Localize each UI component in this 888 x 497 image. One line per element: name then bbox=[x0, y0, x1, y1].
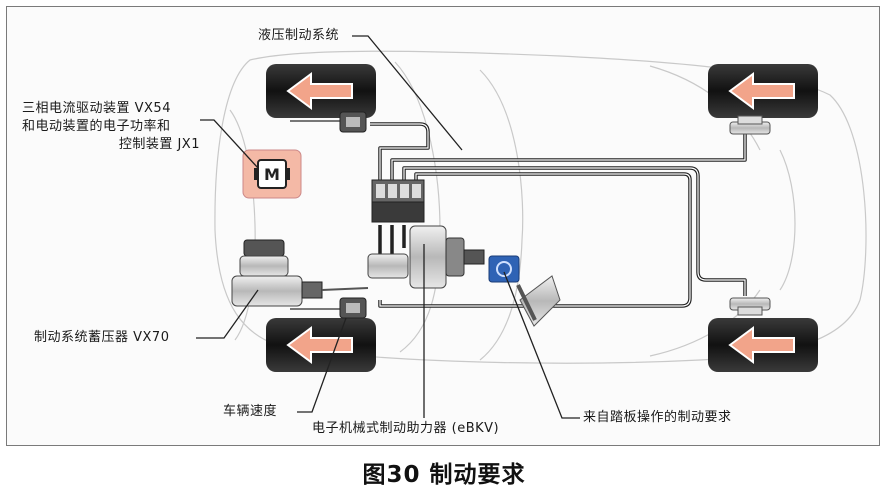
motor-symbol: M bbox=[264, 165, 280, 184]
label-drive-unit-line3: 控制装置 JX1 bbox=[118, 137, 200, 152]
caliper-front-right bbox=[339, 297, 367, 319]
wheel-rear-left bbox=[708, 64, 818, 118]
left-arrow-icon bbox=[728, 72, 795, 110]
caliper-front-left bbox=[339, 111, 367, 133]
caliper-rear-right bbox=[729, 297, 771, 316]
speed-sensor-wires bbox=[290, 120, 346, 310]
wheel-front-right bbox=[266, 318, 376, 372]
label-ebkv: 电子机械式制动助力器 (eBKV) bbox=[312, 421, 500, 436]
label-pedal-request: 来自踏板操作的制动要求 bbox=[583, 410, 732, 425]
wheel-rear-right bbox=[708, 318, 818, 372]
figure-caption: 图30 制动要求 bbox=[362, 462, 526, 488]
caliper-rear-left bbox=[729, 115, 771, 135]
left-arrow-icon bbox=[286, 326, 353, 364]
label-vehicle-speed: 车辆速度 bbox=[223, 404, 278, 419]
accumulator-vx70 bbox=[231, 239, 369, 307]
valve-block bbox=[371, 179, 425, 223]
wheel-front-left bbox=[266, 64, 376, 118]
left-arrow-icon bbox=[728, 326, 795, 364]
left-arrow-icon bbox=[286, 72, 353, 110]
motor-icon: M bbox=[242, 149, 302, 199]
callout-lines bbox=[196, 35, 580, 419]
label-accumulator: 制动系统蓄压器 VX70 bbox=[34, 330, 170, 345]
ebkv-booster bbox=[367, 225, 520, 289]
label-drive-unit-line1: 三相电流驱动装置 VX54 bbox=[22, 101, 171, 116]
brake-lines-inner bbox=[370, 123, 746, 307]
label-hydraulic-brake-system: 液压制动系统 bbox=[258, 28, 340, 43]
brake-pedal bbox=[516, 275, 561, 327]
label-drive-unit-line2: 和电动装置的电子功率和 bbox=[22, 119, 171, 134]
